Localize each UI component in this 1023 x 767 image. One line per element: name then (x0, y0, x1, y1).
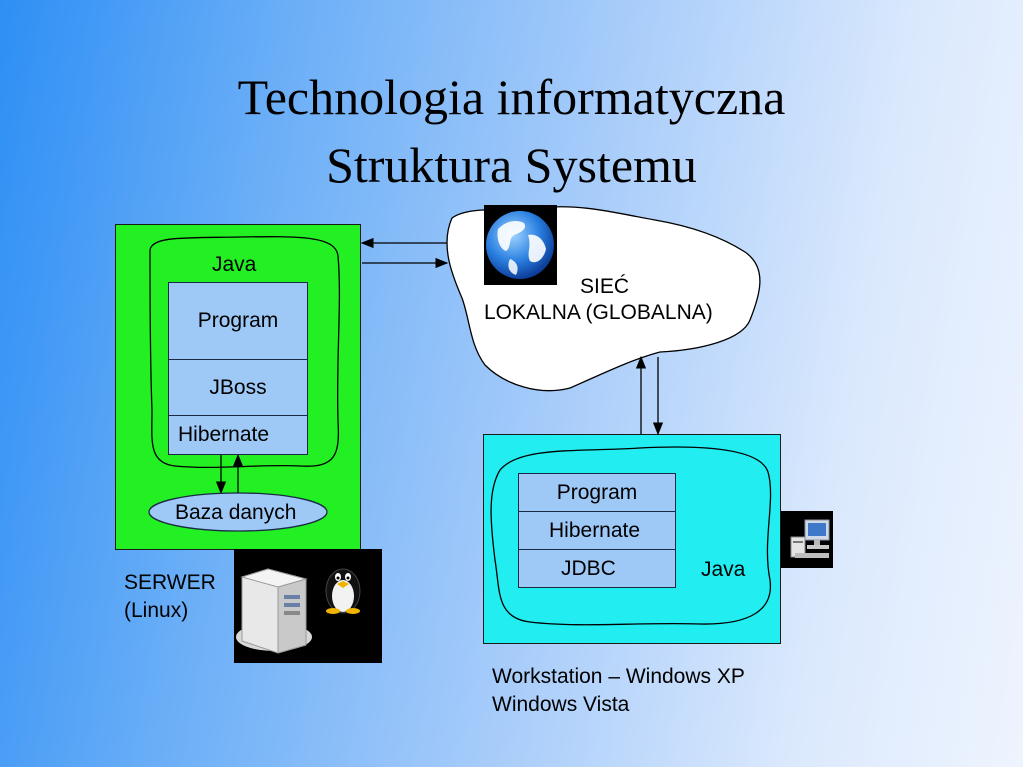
server-java-label: Java (212, 253, 257, 276)
workstation-stack-hibernate: Hibernate (518, 511, 676, 550)
server-stack-jboss: JBoss (168, 359, 308, 416)
globe-icon (486, 211, 554, 279)
server-caption-line2: (Linux) (124, 599, 189, 622)
server-caption-line1: SERWER (124, 571, 216, 594)
server-java-region (149, 236, 341, 469)
tux-penguin-icon (325, 568, 361, 614)
server-image (234, 549, 382, 663)
desktop-image (781, 511, 833, 568)
slide-title-line1: Technologia informatyczna (237, 69, 786, 125)
network-label-line1: SIEĆ (580, 275, 630, 298)
workstation-stack-program: Program (518, 473, 676, 512)
server-stack-hibernate: Hibernate (168, 415, 308, 455)
workstation-stack-jdbc: JDBC (518, 549, 676, 588)
database-label: Baza danych (175, 501, 297, 524)
workstation-caption-line1: Workstation – Windows XP (492, 665, 745, 688)
network-label-line2: LOKALNA (GLOBALNA) (484, 301, 713, 324)
database-ellipse (148, 492, 328, 532)
server-tower-icon (236, 568, 312, 654)
desktop-computer-icon (790, 519, 830, 558)
workstation-java-region (490, 446, 772, 626)
server-stack-program: Program (168, 282, 308, 360)
workstation-java-label: Java (701, 558, 746, 581)
workstation-caption-line2: Windows Vista (492, 693, 630, 716)
slide-title-line2: Struktura Systemu (326, 137, 697, 193)
globe-image (484, 205, 557, 285)
